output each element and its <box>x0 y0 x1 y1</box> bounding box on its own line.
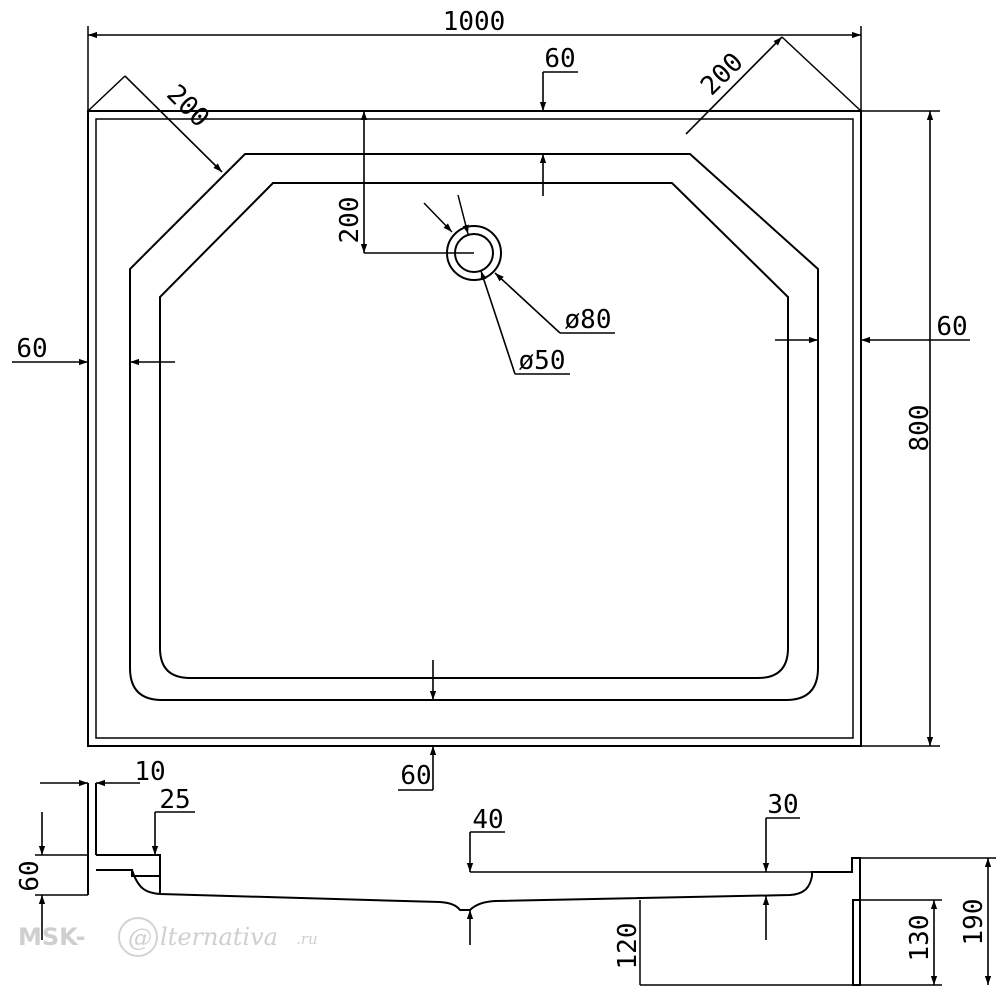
watermark-mark-ring <box>118 917 158 957</box>
drain-offset-label: 200 <box>335 197 365 244</box>
section-tray-body <box>131 869 813 911</box>
dim-top-rim: 60 <box>539 44 578 196</box>
width-label: 1000 <box>443 7 506 37</box>
tray-inner-outline <box>95 118 854 739</box>
height-label: 800 <box>905 405 935 452</box>
total-height-label: 190 <box>959 899 989 946</box>
watermark-suffix: .ru <box>296 930 318 948</box>
right-depth-label: 30 <box>767 790 798 820</box>
dim-section-lip: 25 <box>151 785 195 855</box>
dim-section-right-depth: 30 <box>762 790 800 940</box>
tray-height-label: 120 <box>613 923 643 970</box>
dim-height: 800 <box>861 110 940 747</box>
dim-bottom-rim: 60 <box>398 660 437 791</box>
section-left-rim <box>96 854 161 877</box>
watermark-name: lternativa <box>160 923 278 951</box>
dim-section-base: 40 <box>466 805 505 945</box>
dim-drain-inner: ø50 <box>457 194 570 376</box>
watermark-mark: @ <box>128 924 152 952</box>
rim-height-label: 60 <box>15 860 45 891</box>
bottom-rim-label: 60 <box>400 761 431 791</box>
dim-section-tray-height: 120 <box>613 900 860 986</box>
plan-view: 1000 800 200 200 60 <box>12 7 970 791</box>
dim-drain-outer: ø80 <box>423 202 615 335</box>
basin-inner-contour <box>159 182 789 679</box>
left-rim-label: 60 <box>16 334 47 364</box>
drain-outer-label: ø80 <box>565 305 612 335</box>
dim-section-rim-height: 60 <box>15 812 88 940</box>
dim-right-rim: 60 <box>775 312 970 344</box>
dim-left-rim: 60 <box>12 334 175 366</box>
watermark-prefix: MSK- <box>18 923 86 951</box>
base-depth-label: 40 <box>472 805 503 835</box>
section-view: 10 25 60 40 30 <box>15 757 996 986</box>
chamfer-left-label: 200 <box>160 79 214 133</box>
basin-outer-contour <box>129 153 819 701</box>
top-rim-label: 60 <box>544 44 575 74</box>
watermark: MSK- @ lternativa .ru <box>18 917 318 957</box>
dim-chamfer-left: 200 <box>87 75 223 173</box>
dim-drain-offset: 200 <box>335 111 474 254</box>
right-rim-label: 60 <box>936 312 967 342</box>
chamfer-right-label: 200 <box>695 47 749 101</box>
dim-section-total-height: 190 <box>860 857 996 985</box>
lip-label: 25 <box>159 785 190 815</box>
panel-height-label: 130 <box>905 915 935 962</box>
dim-width: 1000 <box>87 7 862 111</box>
tray-outer-outline <box>87 110 862 747</box>
wall-label: 10 <box>134 757 165 787</box>
section-right-panel <box>852 899 861 986</box>
dim-section-wall: 10 <box>40 757 166 787</box>
dim-section-panel-height: 130 <box>860 899 942 986</box>
drain-inner-label: ø50 <box>519 346 566 376</box>
